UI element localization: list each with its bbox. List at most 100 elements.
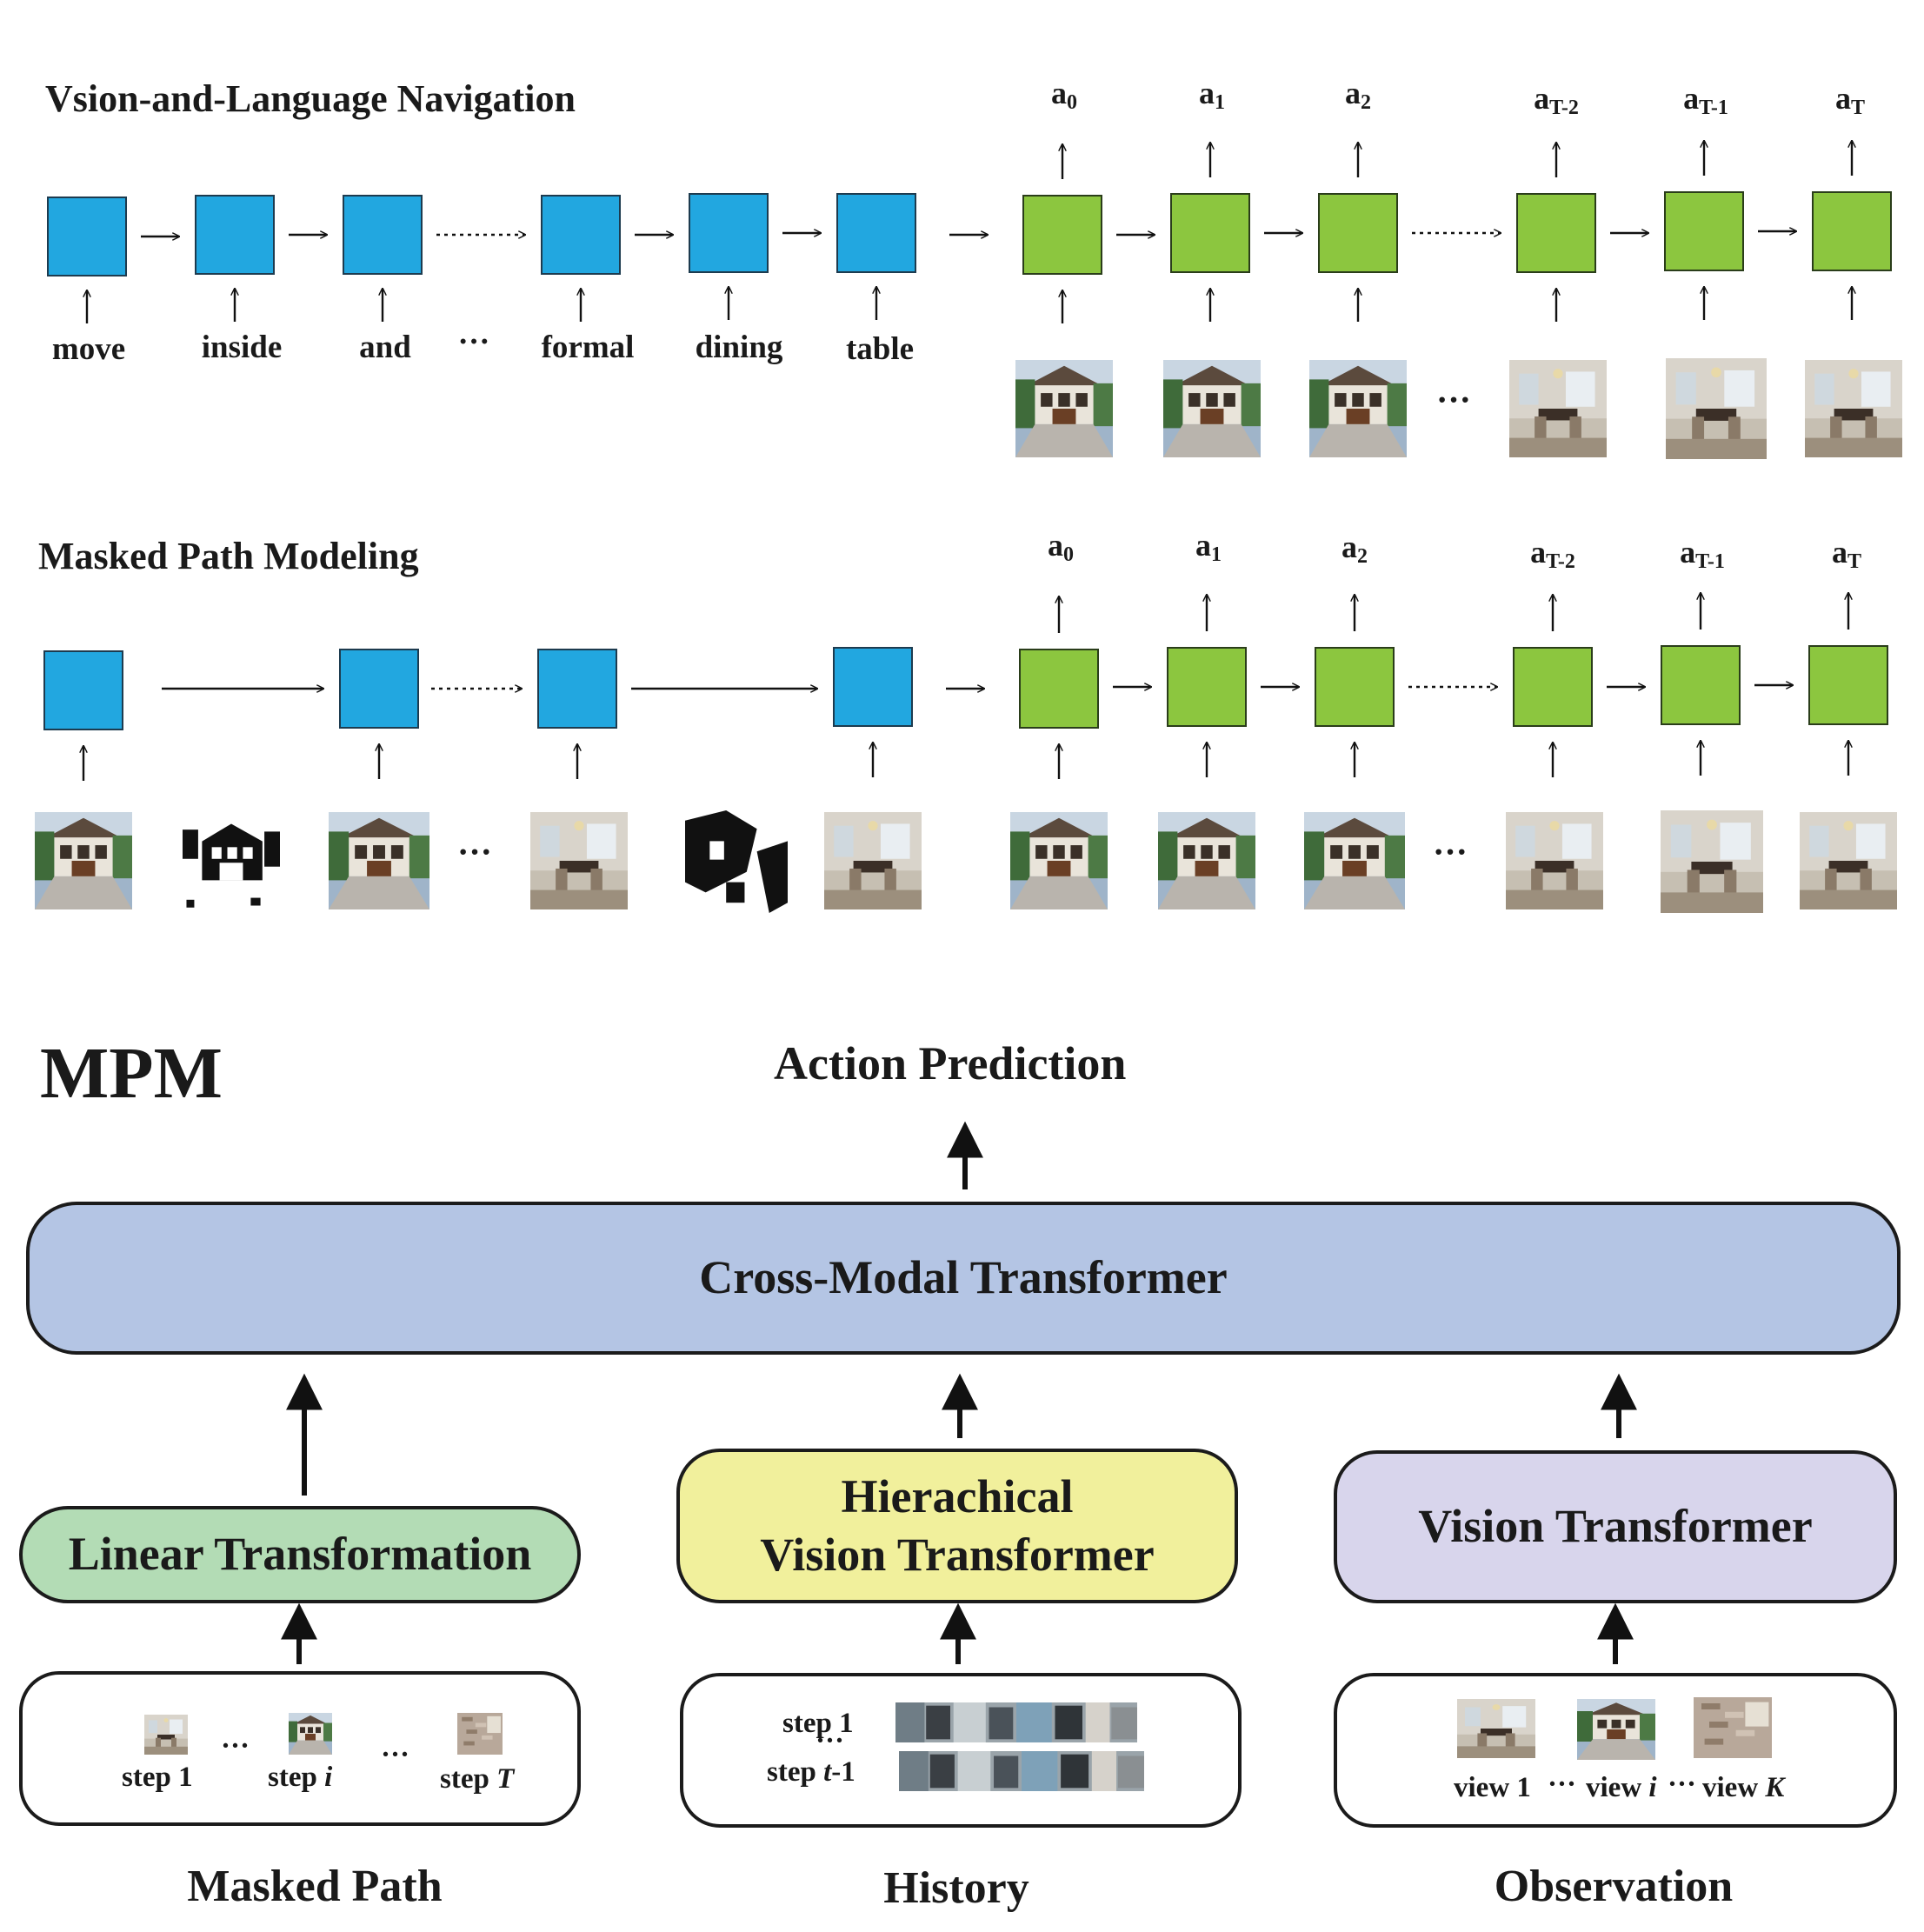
observation-photo — [1661, 810, 1763, 913]
action-label: a1 — [1195, 528, 1222, 566]
action-label: aT — [1834, 81, 1866, 119]
observation-input: view 1 ··· view i ··· view K — [1334, 1673, 1897, 1828]
hier-label-line1: Hierachical — [841, 1469, 1074, 1522]
ellipsis: ··· — [1435, 380, 1472, 419]
observation-photo — [1666, 358, 1767, 459]
view-label: view 1 — [1454, 1772, 1531, 1803]
history-label: History — [883, 1863, 1029, 1913]
step-label: step 1 — [122, 1762, 193, 1793]
vision-token — [1513, 647, 1593, 727]
path-photo — [35, 812, 132, 909]
path-token — [339, 649, 419, 729]
vision-token — [1167, 647, 1247, 727]
view-thumb — [1694, 1697, 1772, 1758]
vision-transformer: Vision Transformer — [1334, 1450, 1897, 1603]
action-label: a1 — [1199, 76, 1225, 114]
view-label: view K — [1702, 1772, 1785, 1803]
instruction-word: table — [845, 331, 915, 367]
path-token — [43, 650, 123, 730]
view-thumb — [1457, 1699, 1535, 1758]
instruction-word: move — [51, 331, 126, 367]
vision-token — [1516, 193, 1596, 273]
action-label: a0 — [1048, 528, 1074, 566]
observation-photo — [1506, 812, 1603, 909]
vision-token — [1022, 195, 1102, 275]
path-photo — [824, 812, 922, 909]
vit-label: Vision Transformer — [1418, 1500, 1813, 1553]
linear-label: Linear Transformation — [68, 1528, 532, 1581]
observation-photo — [1010, 812, 1108, 909]
path-photo — [530, 812, 628, 909]
action-prediction-label: Action Prediction — [774, 1037, 1127, 1089]
instruction-word: and — [359, 330, 411, 365]
action-label: aT — [1831, 535, 1862, 573]
vision-token — [1808, 645, 1888, 725]
language-token — [689, 193, 769, 273]
mpm-title: Masked Path Modeling — [38, 535, 419, 577]
masked-photo — [183, 812, 280, 909]
path-step-thumb — [457, 1713, 503, 1755]
observation-photo — [1805, 360, 1902, 457]
step-label: step 1 — [782, 1708, 854, 1739]
vision-token — [1019, 649, 1099, 729]
dots: ··· — [1548, 1769, 1577, 1800]
dots: ··· — [221, 1730, 250, 1762]
observation-photo — [1015, 360, 1113, 457]
mpm-heading: MPM — [40, 1033, 223, 1114]
history-input: step 1 ··· step t-1 — [680, 1673, 1242, 1828]
vision-token — [1664, 191, 1744, 271]
path-token — [833, 647, 913, 727]
observation-label: Observation — [1494, 1862, 1734, 1911]
step-label: step T — [440, 1763, 515, 1795]
vision-token — [1170, 193, 1250, 273]
action-label: a2 — [1341, 530, 1368, 568]
observation-photo — [1163, 360, 1261, 457]
observation-photo — [1304, 812, 1405, 909]
observation-photo — [1309, 360, 1407, 457]
language-token — [343, 195, 423, 275]
language-token — [47, 197, 127, 276]
action-label: aT-2 — [1534, 81, 1579, 119]
hierarchical-vision-transformer: Hierachical Vision Transformer — [676, 1449, 1238, 1603]
history-panorama — [899, 1751, 1144, 1791]
language-token — [541, 195, 621, 275]
ellipsis: ··· — [1432, 832, 1468, 871]
vision-token — [1812, 191, 1892, 271]
cross-modal-label: Cross-Modal Transformer — [699, 1251, 1228, 1304]
vision-token — [1315, 647, 1395, 727]
vision-token — [1661, 645, 1741, 725]
path-step-thumb — [289, 1713, 332, 1755]
view-label: view i — [1586, 1772, 1657, 1803]
cross-modal-transformer: Cross-Modal Transformer — [26, 1202, 1901, 1355]
observation-photo — [1800, 812, 1897, 909]
instruction-ellipsis: ··· — [457, 324, 490, 360]
action-label: aT-2 — [1530, 535, 1575, 573]
vision-token — [1318, 193, 1398, 273]
step-label: step t-1 — [767, 1756, 855, 1788]
instruction-word: dining — [695, 330, 783, 365]
ellipsis: ··· — [456, 832, 493, 871]
path-token — [537, 649, 617, 729]
dots: ··· — [816, 1725, 845, 1756]
dots: ··· — [1668, 1769, 1697, 1800]
language-token — [836, 193, 916, 273]
step-label: step i — [268, 1762, 333, 1793]
language-token — [195, 195, 275, 275]
vln-title: Vsion-and-Language Navigation — [45, 77, 576, 120]
instruction-word: formal — [541, 330, 635, 365]
masked-photo — [685, 810, 788, 913]
hier-label-line2: Vision Transformer — [760, 1529, 1155, 1581]
history-panorama — [895, 1702, 1137, 1742]
action-label: a2 — [1345, 76, 1371, 114]
action-label: aT-1 — [1680, 535, 1725, 573]
observation-photo — [1509, 360, 1607, 457]
path-step-thumb — [144, 1715, 188, 1755]
path-photo — [329, 812, 429, 909]
action-label: a0 — [1051, 76, 1077, 114]
masked-path-input: step 1 ··· step i ··· step T — [19, 1671, 581, 1826]
view-thumb — [1577, 1699, 1655, 1760]
linear-transformation: Linear Transformation — [19, 1506, 581, 1603]
observation-photo — [1158, 812, 1255, 909]
action-label: aT-1 — [1683, 81, 1728, 119]
